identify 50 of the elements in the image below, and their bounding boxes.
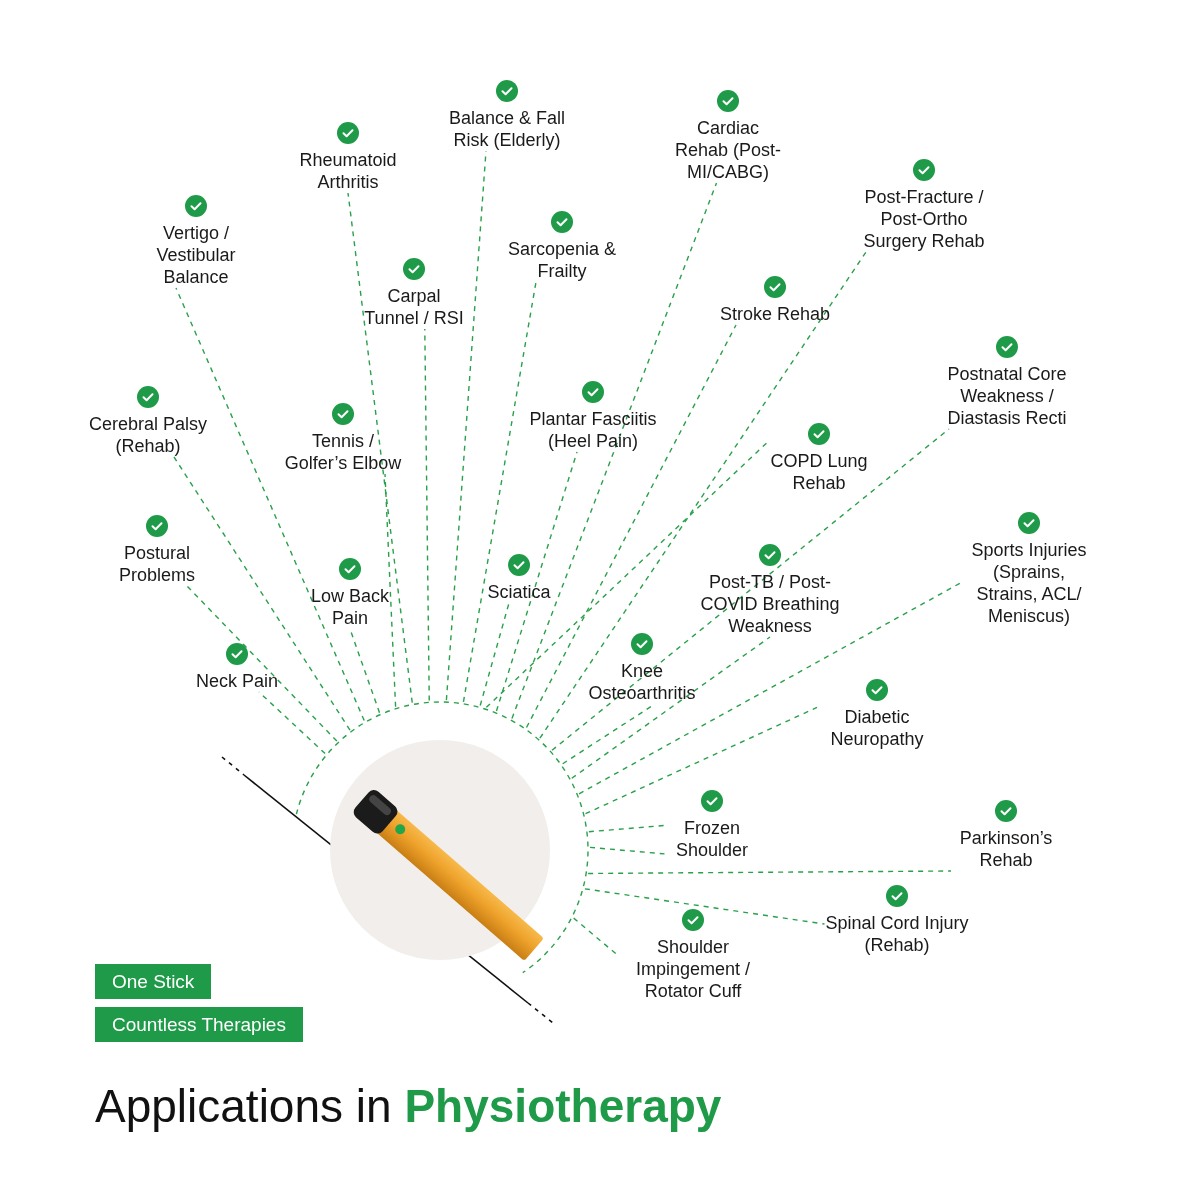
dashed-connector xyxy=(525,324,737,729)
condition-label: Low Back Pain xyxy=(309,585,390,629)
dashed-connector xyxy=(462,281,537,703)
dashed-connector xyxy=(511,182,718,720)
condition-label: Neck Pain xyxy=(195,670,278,692)
condition-label: Tennis / Golfer’s Elbow xyxy=(283,430,403,474)
condition-label: Shoulder Impingement / Rotator Cuff xyxy=(634,936,752,1002)
dashed-connector xyxy=(485,440,770,709)
condition-label: Diabetic Neuropathy xyxy=(829,706,925,750)
dashed-connector xyxy=(384,473,397,708)
dashed-connector xyxy=(572,917,619,957)
condition-label: Carpal Tunnel / RSI xyxy=(363,285,465,329)
dashed-connector xyxy=(551,428,950,751)
dashed-connector xyxy=(584,888,826,925)
dashed-connector xyxy=(588,824,666,833)
condition-label: Sports Injuries (Sprains, Strains, ACL/ Meniscus) xyxy=(970,539,1088,627)
dashed-connector xyxy=(175,287,365,722)
condition-label: Post-TB / Post-COVID Breathing Weakness xyxy=(699,571,841,637)
tagline-banner: One Stick xyxy=(95,964,212,999)
condition-label: Cardiac Rehab (Post-MI/CABG) xyxy=(673,117,783,183)
condition-label: Vertigo / Vestibular Balance xyxy=(155,222,237,288)
dashed-connector xyxy=(186,585,338,742)
condition-label: Spinal Cord Injury (Rehab) xyxy=(824,912,970,956)
tagline-banner: Countless Therapies xyxy=(95,1007,303,1042)
condition-label: Rheumatoid Arthritis xyxy=(298,149,398,193)
dashed-connector xyxy=(479,602,510,707)
condition-label: Frozen Shoulder xyxy=(674,817,750,861)
title: Applications in Physiotherapy xyxy=(95,1079,722,1134)
dashed-connector xyxy=(347,192,413,704)
condition-label: Sciatica xyxy=(487,581,551,603)
dashed-connector xyxy=(495,451,578,712)
dashed-connector xyxy=(445,150,487,701)
dashed-connector xyxy=(571,636,771,779)
condition-label: Post-Fracture / Post-Ortho Surgery Rehab xyxy=(862,186,986,252)
condition-label: COPD Lung Rehab xyxy=(769,450,869,494)
condition-label: Cerebral Palsy (Rehab) xyxy=(87,413,208,457)
condition-label: Stroke Rehab xyxy=(719,303,831,325)
dashed-connector xyxy=(424,328,430,702)
condition-label: Parkinson’s Rehab xyxy=(958,827,1054,871)
dashed-connector xyxy=(539,251,867,739)
condition-label: Plantar Fasciitis (Heel Pain) xyxy=(528,408,658,452)
dashed-connector xyxy=(589,846,666,855)
condition-label: Knee Osteoarthritis xyxy=(587,660,697,704)
dashed-connector xyxy=(173,456,351,731)
condition-label: Postural Problems xyxy=(118,542,196,586)
condition-label: Balance & Fall Risk (Elderly) xyxy=(447,107,567,151)
condition-label: Postnatal Core Weakness / Diastasis Recti xyxy=(946,363,1068,429)
condition-label: Sarcopenia & Frailty xyxy=(506,238,618,282)
dashed-connector xyxy=(584,706,818,815)
dashed-connector xyxy=(587,870,952,875)
